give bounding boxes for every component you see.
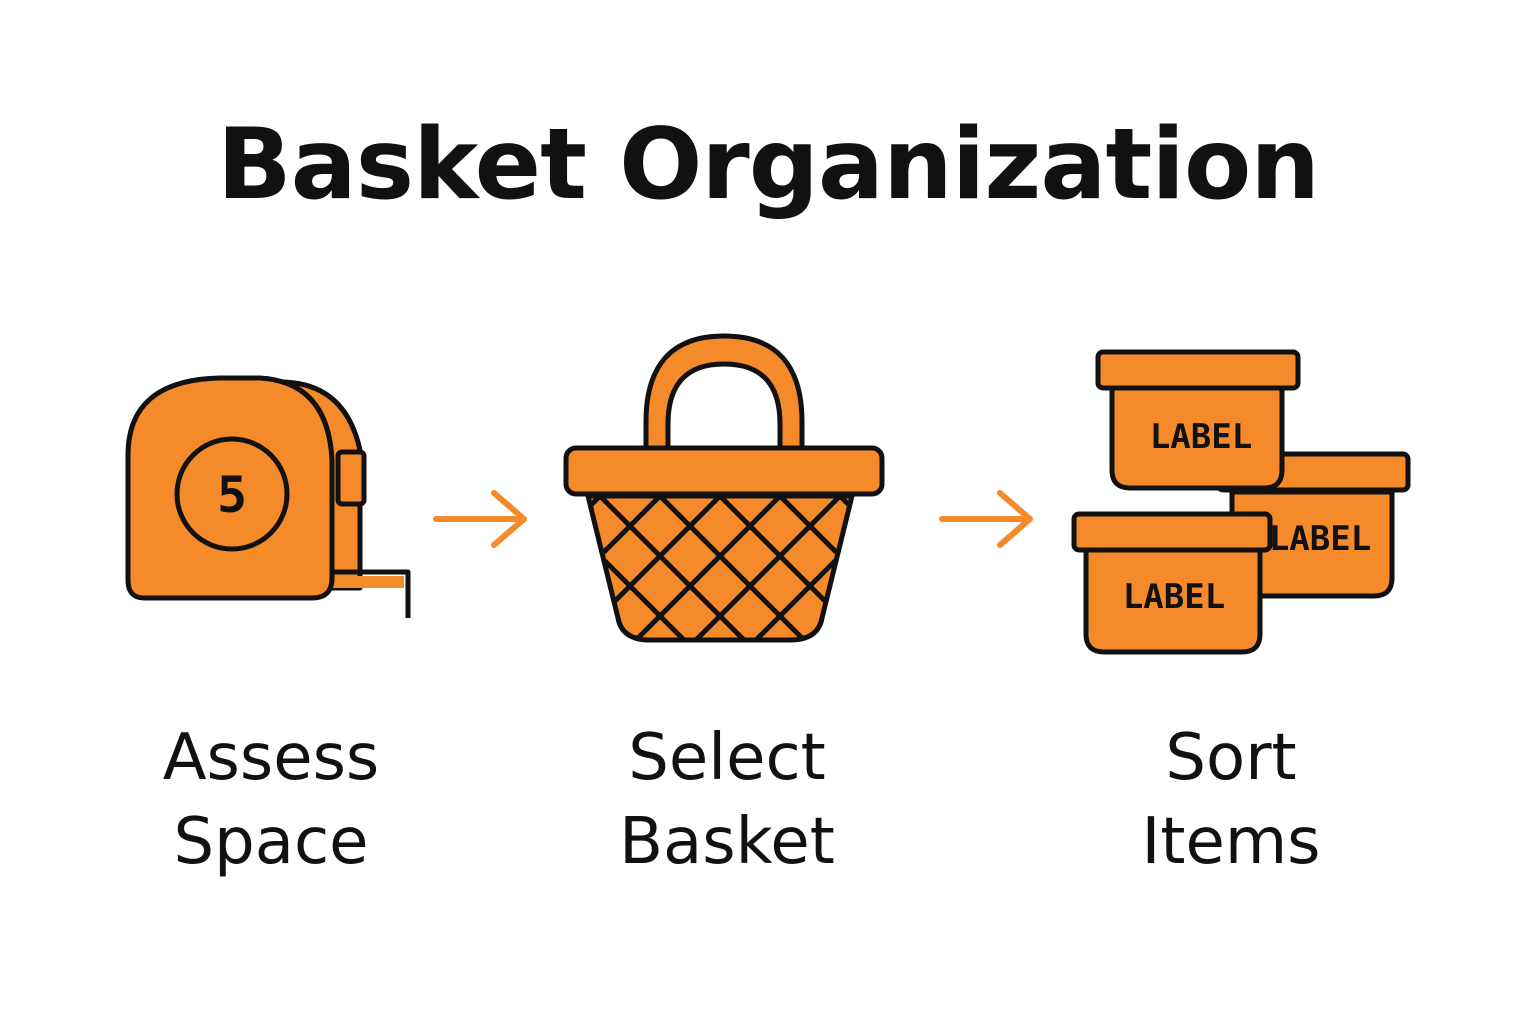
- storage-bin-front: LABEL: [1071, 511, 1273, 655]
- step-label-line: Select: [628, 721, 826, 795]
- storage-bin-top: LABEL: [1095, 349, 1301, 491]
- step-label-sort-items: Sort Items: [1051, 716, 1411, 884]
- tape-measure-number: 5: [217, 466, 247, 524]
- tape-measure-icon: 5: [125, 375, 411, 618]
- bin-label-front: LABEL: [1123, 577, 1225, 617]
- step-label-assess-space: Assess Space: [91, 716, 451, 884]
- arrow-right-icon: [433, 490, 527, 548]
- bin-label-top: LABEL: [1150, 417, 1252, 457]
- step-label-line: Basket: [619, 805, 835, 879]
- step-label-line: Space: [173, 805, 369, 879]
- step-label-line: Assess: [162, 721, 380, 795]
- labeled-bins-icon: LABEL LABEL LABEL: [1071, 349, 1411, 655]
- step-label-line: Sort: [1165, 721, 1297, 795]
- diagram-title: Basket Organization: [216, 108, 1320, 222]
- bin-label-right: LABEL: [1269, 519, 1371, 559]
- step-label-line: Items: [1141, 805, 1321, 879]
- basket-icon: [563, 333, 885, 643]
- step-label-select-basket: Select Basket: [547, 716, 907, 884]
- arrow-right-icon: [939, 490, 1033, 548]
